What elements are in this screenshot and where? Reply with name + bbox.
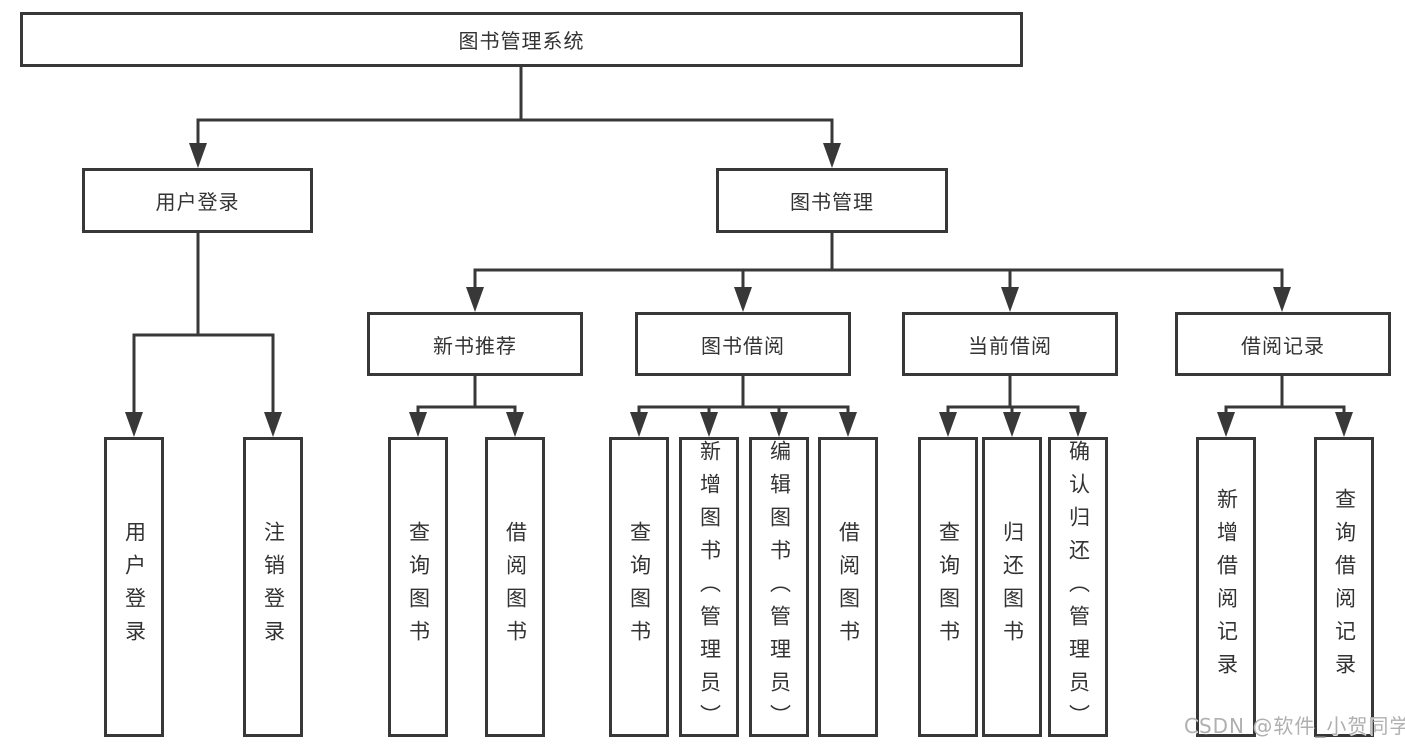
leaf-bb-add-books-admin: 新增图书（管理员） [679,437,739,737]
node-book-management-label: 图书管理 [790,190,874,214]
node-user-login: 用户登录 [82,168,313,233]
leaf-bb-add-books-admin-label: 新增图书（管理员） [697,440,722,737]
leaf-bb-query-books-label: 查询图书 [627,521,652,653]
node-book-borrowing-label: 图书借阅 [701,333,785,358]
leaf-br-add-record-label: 新增借阅记录 [1214,488,1239,686]
node-new-book-recommendation-label: 新书推荐 [433,333,517,358]
node-book-borrowing: 图书借阅 [635,312,851,376]
leaf-bb-query-books: 查询图书 [609,437,669,737]
leaf-nb-query-books-label: 查询图书 [406,521,431,653]
node-borrowing-records: 借阅记录 [1175,312,1391,376]
leaf-logout: 注销登录 [243,437,303,737]
node-current-borrowing: 当前借阅 [902,312,1118,376]
leaf-cb-confirm-return-admin: 确认归还（管理员） [1048,437,1108,737]
leaf-cb-confirm-return-admin-label: 确认归还（管理员） [1066,440,1091,737]
node-library-system-label: 图书管理系统 [458,29,585,53]
leaf-bb-edit-books-admin-label: 编辑图书（管理员） [767,440,792,737]
leaf-br-query-record: 查询借阅记录 [1314,437,1374,737]
leaf-cb-query-books-label: 查询图书 [936,521,961,653]
leaf-bb-borrow-books: 借阅图书 [818,437,878,737]
leaf-bb-borrow-books-label: 借阅图书 [836,521,861,653]
leaf-nb-query-books: 查询图书 [388,437,448,737]
leaf-bb-edit-books-admin: 编辑图书（管理员） [749,437,809,737]
leaf-user-login: 用户登录 [104,437,164,737]
node-library-system: 图书管理系统 [20,12,1023,67]
leaf-nb-borrow-books-label: 借阅图书 [503,521,528,653]
leaf-cb-return-books: 归还图书 [982,437,1042,737]
leaf-user-login-label: 用户登录 [122,521,147,653]
node-borrowing-records-label: 借阅记录 [1241,333,1325,358]
leaf-cb-return-books-label: 归还图书 [1000,521,1025,653]
watermark: CSDN @软件_小贺同学 [1184,714,1405,738]
leaf-br-add-record: 新增借阅记录 [1196,437,1256,737]
node-new-book-recommendation: 新书推荐 [367,312,583,376]
leaf-br-query-record-label: 查询借阅记录 [1332,488,1357,686]
node-book-management: 图书管理 [716,168,948,233]
leaf-logout-label: 注销登录 [261,521,286,653]
leaf-nb-borrow-books: 借阅图书 [485,437,545,737]
node-current-borrowing-label: 当前借阅 [968,333,1052,358]
leaf-cb-query-books: 查询图书 [918,437,978,737]
node-user-login-label: 用户登录 [155,190,240,214]
